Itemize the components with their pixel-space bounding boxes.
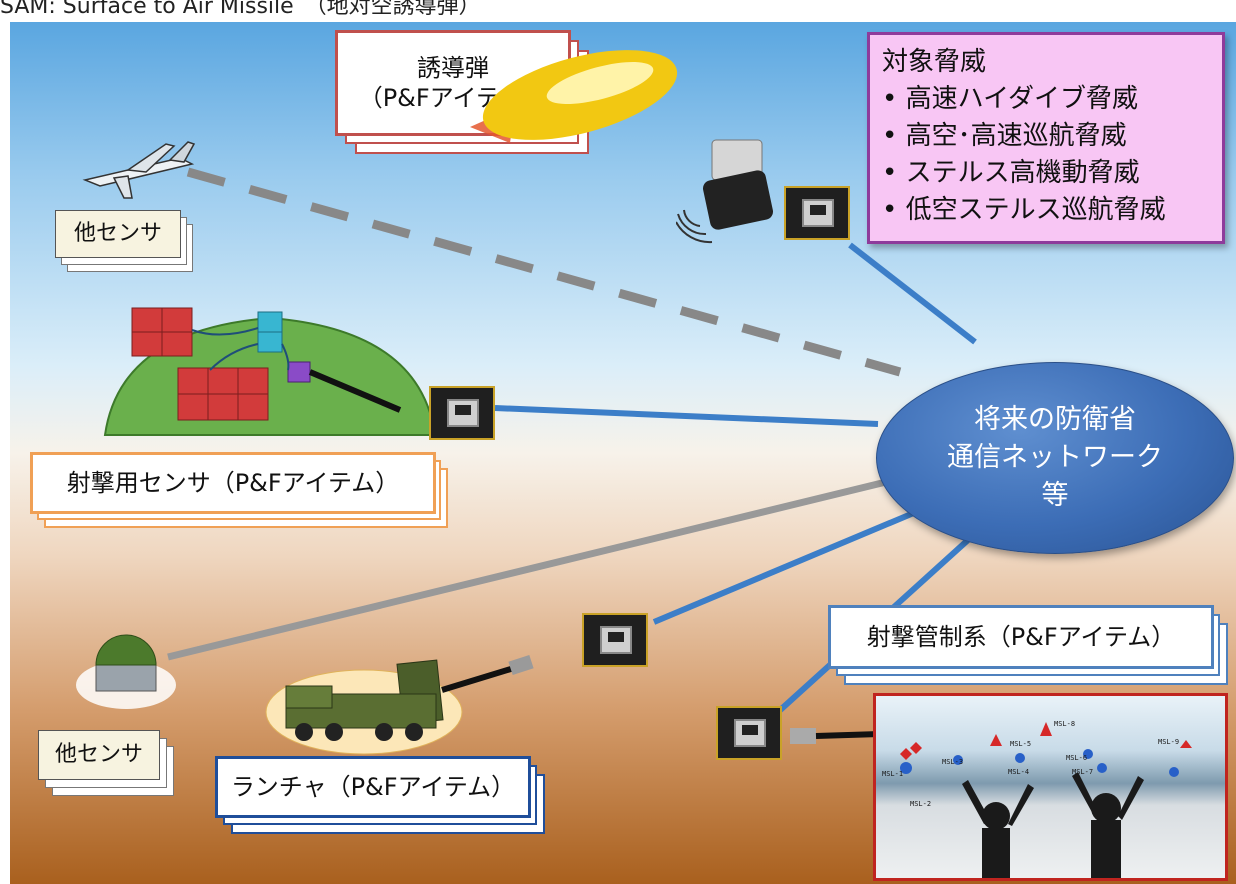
fire-control-label: 射撃管制系（P&Fアイテム） — [828, 605, 1233, 685]
launcher-truck-icon — [265, 654, 534, 755]
ethernet-port-missile — [784, 186, 850, 240]
display-scene: MSL-1 MSL-2 MSL-3 MSL-4 MSL-5 MSL-6 MSL-… — [882, 720, 1192, 878]
threat-item: 低空ステルス巡航脅威 — [882, 192, 1222, 229]
display-label: MSL-8 — [1054, 720, 1075, 728]
ethernet-port-launcher — [582, 613, 648, 667]
aircraft-icon — [82, 141, 196, 199]
ethernet-port-fire-control — [716, 706, 782, 760]
display-label: MSL-1 — [882, 770, 903, 778]
threats-heading: 対象脅威 — [882, 47, 987, 77]
other-sensor-top-label: 他センサ — [55, 210, 195, 272]
usb-dongle-icon — [676, 139, 774, 244]
link-fire-sensor — [494, 405, 879, 427]
display-label: MSL-7 — [1072, 768, 1093, 776]
network-line3: 等 — [1041, 479, 1069, 511]
display-label: MSL-2 — [910, 800, 931, 808]
fire-control-display: MSL-1 MSL-2 MSL-3 MSL-4 MSL-5 MSL-6 MSL-… — [873, 693, 1228, 881]
fire-sensor-hill — [103, 307, 437, 436]
target-threats-box: 対象脅威 高速ハイダイブ脅威 高空･高速巡航脅威 ステルス高機動脅威 低空ステル… — [867, 32, 1225, 244]
network-line1: 将来の防衛省 — [974, 404, 1136, 436]
fire-sensor-label: 射撃用センサ（P&Fアイテム） — [30, 452, 450, 530]
radar-dome-icon — [76, 634, 176, 709]
link-radar — [167, 478, 887, 661]
network-line2: 通信ネットワーク — [947, 442, 1163, 474]
fire-sensor-label-text: 射撃用センサ（P&Fアイテム） — [30, 452, 436, 514]
other-sensor-bottom-label: 他センサ — [38, 730, 174, 796]
display-label: MSL-6 — [1066, 754, 1087, 762]
display-label: MSL-3 — [942, 758, 963, 766]
threat-item: 高空･高速巡航脅威 — [882, 118, 1222, 155]
display-label: MSL-4 — [1008, 768, 1029, 776]
launcher-label: ランチャ（P&Fアイテム） — [215, 756, 545, 836]
ethernet-port-fire-sensor — [429, 386, 495, 440]
cable-to-screen — [790, 728, 881, 744]
other-sensor-top-text: 他センサ — [55, 210, 181, 258]
network-cloud: 将来の防衛省 通信ネットワーク 等 — [876, 362, 1234, 554]
link-launcher-port — [652, 509, 918, 625]
launcher-label-text: ランチャ（P&Fアイテム） — [215, 756, 531, 818]
display-label: MSL-9 — [1158, 738, 1179, 746]
fire-control-label-text: 射撃管制系（P&Fアイテム） — [828, 605, 1214, 669]
other-sensor-bottom-text: 他センサ — [38, 730, 160, 780]
threat-item: 高速ハイダイブ脅威 — [882, 81, 1222, 118]
link-missile-port — [848, 242, 977, 345]
missile-label-line1: 誘導弾 — [417, 54, 489, 82]
display-label: MSL-5 — [1010, 740, 1031, 748]
threat-item: ステルス高機動脅威 — [882, 155, 1222, 192]
missile-icon — [470, 50, 678, 143]
